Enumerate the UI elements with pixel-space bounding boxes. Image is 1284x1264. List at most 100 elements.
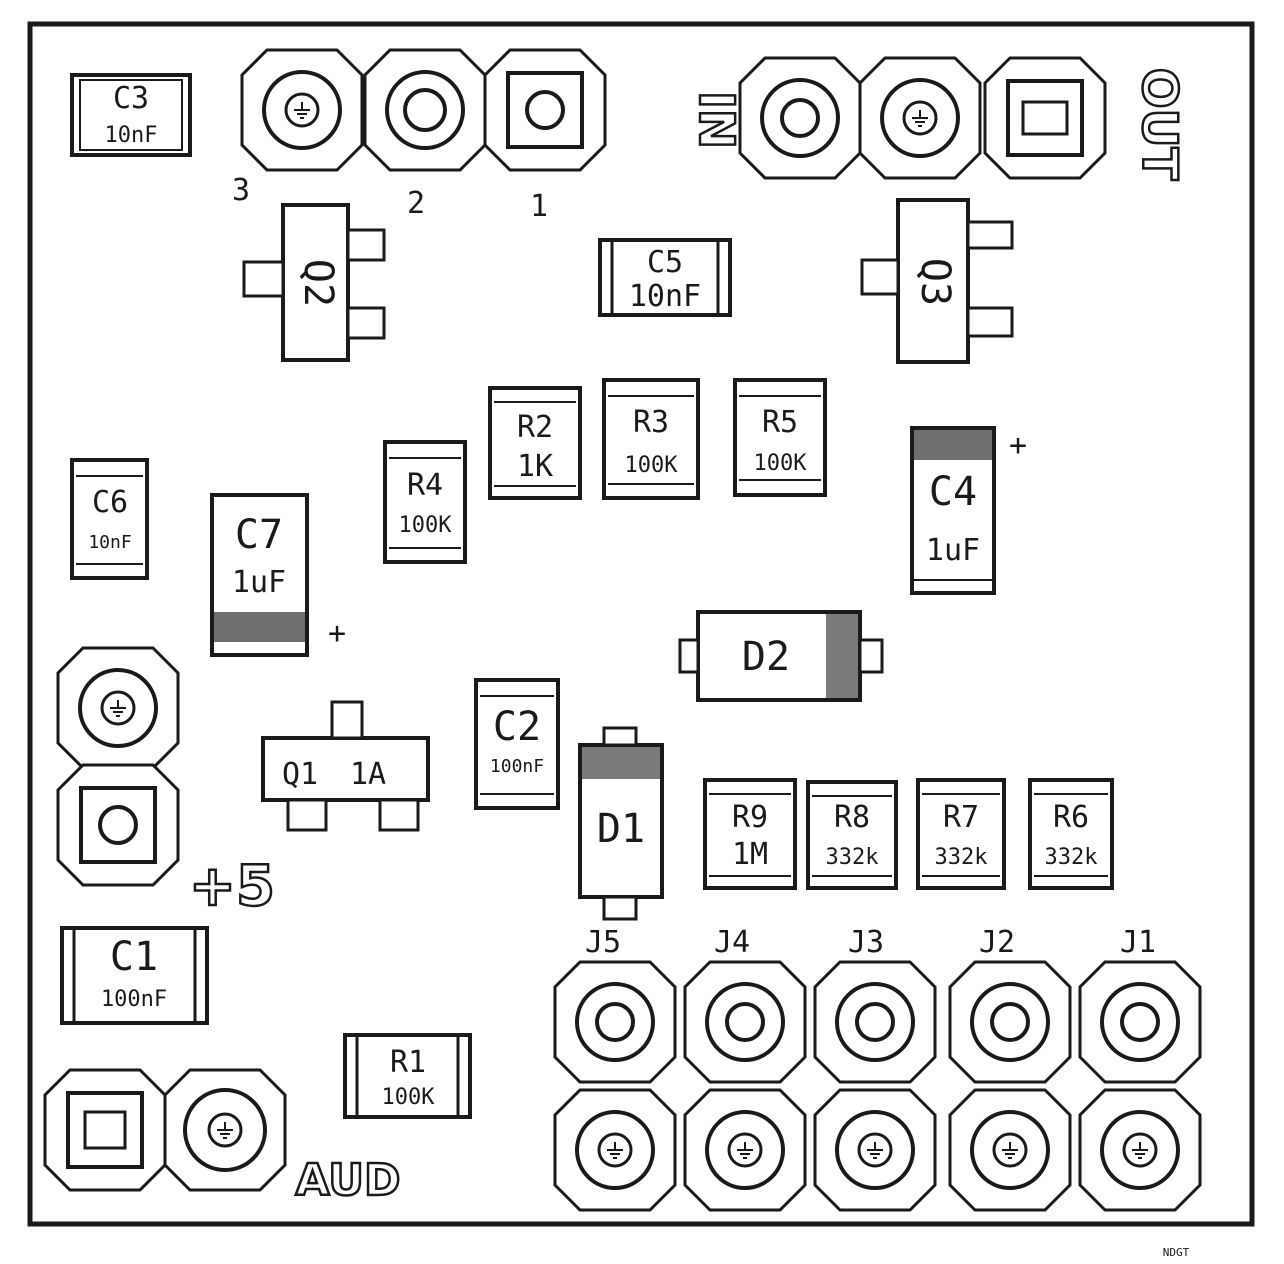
resistor-r9: R9 1M [703,778,797,890]
jumper-j2-ground-pad [948,1088,1072,1212]
d2-id: D2 [742,634,790,680]
jumper-label-j5: J5 [585,925,621,960]
c5-id: C5 [647,245,683,280]
pin-label-2: 2 [407,186,425,221]
q3-id: Q3 [912,258,958,306]
capacitor-c5: C5 10nF [598,238,732,317]
resistor-r3: R3 100K [602,378,700,500]
pad-aud-ground [163,1068,287,1192]
header-top-left: 3 2 1 [232,48,607,224]
c4-polarity: + [1009,428,1027,463]
pin-label-1: 1 [530,189,548,224]
pad-out-square [983,56,1107,180]
r4-id: R4 [407,468,443,503]
capacitor-c6: C6 10nF [70,458,149,580]
r2-id: R2 [517,410,553,445]
jumper-j2-top-pad [948,960,1072,1084]
jumper-j4-ground-pad [683,1088,807,1212]
c4-id: C4 [929,469,977,515]
jumper-label-j1: J1 [1120,925,1156,960]
r9-value: 1M [732,837,768,872]
pad-ground [858,56,982,180]
q1-value: 1A [350,757,386,792]
r1-value: 100K [382,1085,436,1110]
resistor-r6: R6 332k [1028,778,1114,890]
out-label: OUT [1131,68,1187,181]
board-outline [27,21,1255,1227]
jumper-label-j4: J4 [714,925,750,960]
r8-value: 332k [826,845,879,870]
capacitor-c7: C7 1uF + [210,493,346,657]
resistor-r4: R4 100K [383,440,467,564]
diode-d2: D2 [678,610,884,702]
c3-id: C3 [113,81,149,116]
r7-value: 332k [935,845,988,870]
jumper-j1-top-pad [1078,960,1202,1084]
header-aud: AUD [43,1068,402,1207]
r2-value: 1K [517,449,553,484]
header-top-right [738,56,1107,180]
d1-id: D1 [597,806,645,852]
c2-value: 100nF [490,756,544,777]
r1-id: R1 [390,1045,426,1080]
jumper-j5-ground-pad [553,1088,677,1212]
c7-value: 1uF [232,565,286,600]
pad-aud-square [43,1068,167,1192]
resistor-r8: R8 332k [806,780,898,890]
c7-id: C7 [235,512,283,558]
r4-value: 100K [399,513,453,538]
jumper-j3-ground-pad [813,1088,937,1212]
resistor-r7: R7 332k [916,778,1006,890]
jumper-j3-top-pad [813,960,937,1084]
signature: NDGT [1163,1246,1190,1259]
resistor-r1: R1 100K [343,1033,472,1119]
r3-id: R3 [633,405,669,440]
r5-id: R5 [762,405,798,440]
c3-value: 10nF [105,123,158,148]
r7-id: R7 [943,800,979,835]
resistor-r5: R5 100K [733,378,827,497]
r5-value: 100K [754,451,808,476]
capacitor-c2: C2 100nF [474,678,560,810]
jumper-j1-ground-pad [1078,1088,1202,1212]
c7-polarity-band [214,612,305,642]
r9-id: R9 [732,800,768,835]
c4-polarity-band [914,430,992,460]
c1-id: C1 [110,934,158,980]
r3-value: 100K [625,453,679,478]
q2-id: Q2 [295,259,341,307]
transistor-q3: Q3 [860,198,1014,364]
capacitor-c4: C4 1uF + [910,426,1027,595]
jumper-j4-top-pad [683,960,807,1084]
c6-id: C6 [92,485,128,520]
pad-3-ground [240,48,364,172]
d1-cathode-band [582,747,660,779]
header-power: +5 [56,646,276,920]
c2-id: C2 [493,704,541,750]
pad-1-square [483,48,607,172]
jumper-block: J5 J4 J3 J2 J1 [553,925,1202,1212]
transistor-q2: Q2 [242,203,386,362]
c4-value: 1uF [926,533,980,568]
pin-label-3: 3 [232,173,250,208]
pad-power-ground [56,646,180,770]
r6-id: R6 [1053,800,1089,835]
resistor-r2: R2 1K [488,386,582,500]
jumper-j5-top-pad [553,960,677,1084]
diode-d1: D1 [578,726,664,921]
plus5-label: +5 [189,854,275,919]
c6-value: 10nF [88,532,131,553]
c7-polarity: + [328,616,346,651]
q1-id: Q1 [282,757,318,792]
transistor-q1: Q1 1A [261,700,430,832]
aud-label: AUD [296,1155,401,1206]
jumper-label-j3: J3 [848,925,884,960]
c1-value: 100nF [101,987,167,1012]
capacitor-c1: C1 100nF [60,926,209,1025]
pad-power-square [56,763,180,887]
capacitor-c3: C3 10nF [70,73,192,157]
in-label: IN [688,91,744,149]
c5-value: 10nF [629,279,701,314]
pad-in-signal [738,56,862,180]
